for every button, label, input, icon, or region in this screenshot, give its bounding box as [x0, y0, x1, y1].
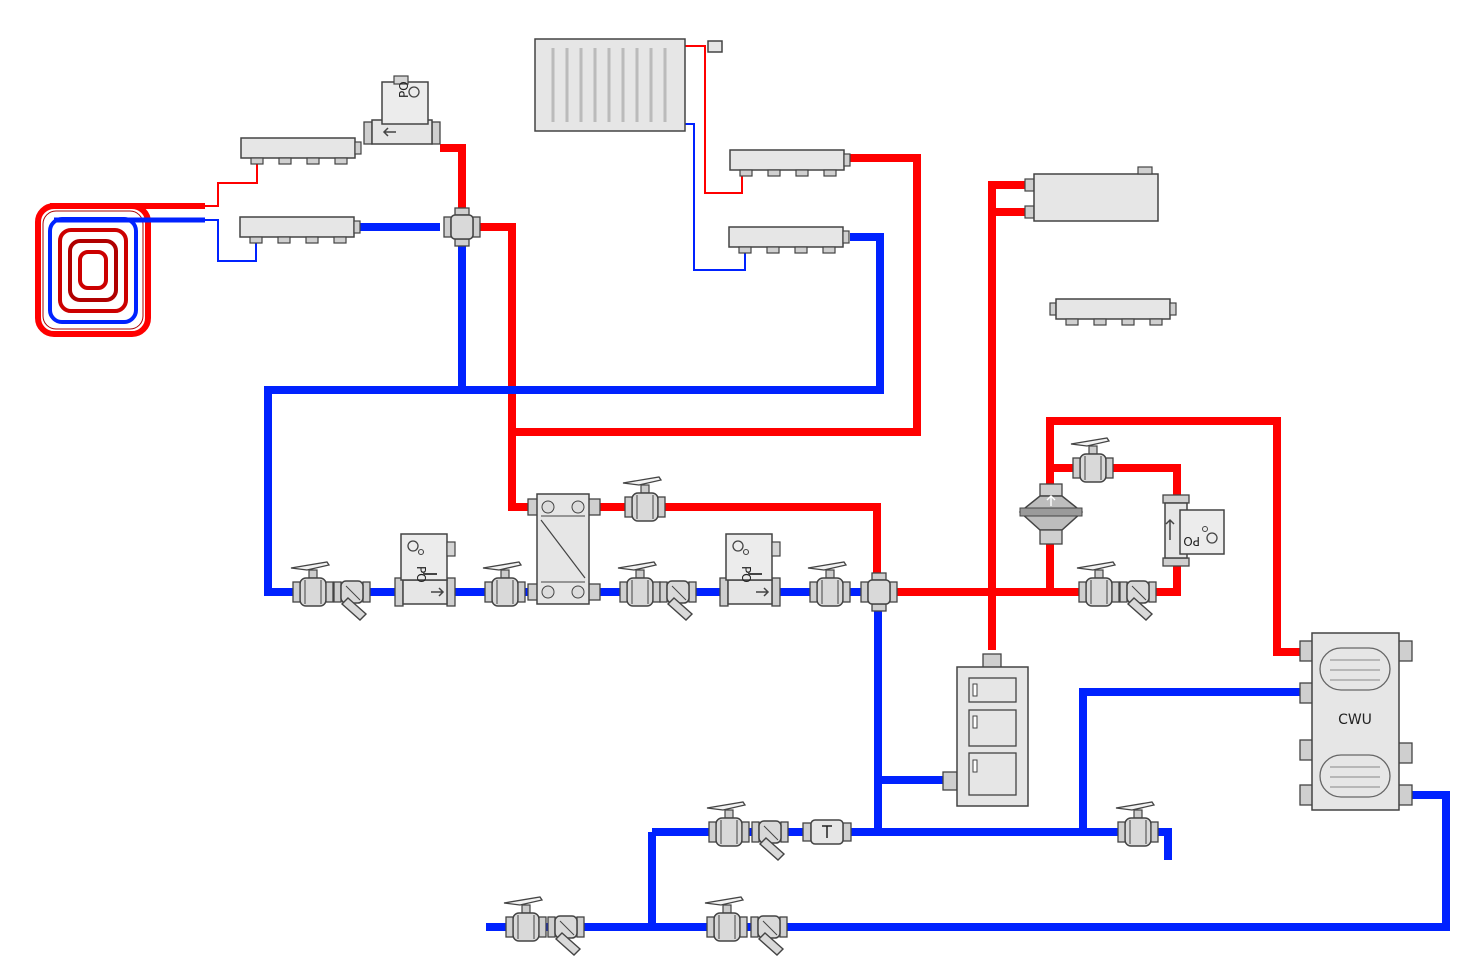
floor-heating-coil [35, 203, 205, 337]
circulation-pump-1 [394, 533, 456, 607]
supply-pipes [440, 144, 1300, 656]
ball-valve-cold-1[interactable] [706, 801, 750, 847]
floor-manifold-return [239, 216, 361, 244]
ball-valve-inlet-1[interactable] [503, 896, 547, 942]
ball-valve-exchanger[interactable] [622, 476, 666, 522]
spare-manifold [1049, 298, 1177, 326]
strainer-2 [659, 580, 697, 621]
ball-valve-2[interactable] [482, 561, 526, 607]
radiator-manifold-return [728, 226, 850, 254]
ball-valve-cold-2[interactable] [1115, 801, 1159, 847]
circulation-pump-2 [719, 533, 781, 607]
strainer-inlet-2 [750, 915, 788, 956]
strainer-1 [333, 580, 371, 621]
tank-label: CWU [1338, 712, 1372, 728]
expansion-vessel [1024, 166, 1159, 222]
strainer-3 [1119, 580, 1157, 621]
ball-valve-5[interactable] [1076, 561, 1120, 607]
three-way-valve-top[interactable] [443, 207, 481, 247]
circulation-pump-3: PO [1162, 494, 1225, 567]
water-meter [802, 819, 852, 845]
boiler [942, 653, 1029, 807]
ball-valve-4[interactable] [807, 561, 851, 607]
radiator [534, 38, 723, 132]
svg-text:PO: PO [397, 81, 411, 98]
svg-text:PO: PO [1183, 534, 1200, 548]
plate-heat-exchanger [527, 493, 601, 605]
ball-valve-1[interactable] [290, 561, 334, 607]
strainer-cold-1 [751, 820, 789, 861]
floor-manifold-supply [240, 137, 362, 165]
ball-valve-3[interactable] [617, 561, 661, 607]
hot-water-tank: CWU [1299, 632, 1413, 811]
ball-valve-inlet-2[interactable] [704, 896, 748, 942]
radiator-manifold-supply [729, 149, 851, 177]
strainer-inlet-1 [547, 915, 585, 956]
floor-circulation-pump: PO [363, 75, 441, 145]
dirt-separator [1018, 483, 1084, 545]
thin-connections [205, 45, 746, 271]
three-way-valve-main[interactable] [860, 572, 898, 612]
ball-valve-6[interactable] [1070, 437, 1114, 483]
